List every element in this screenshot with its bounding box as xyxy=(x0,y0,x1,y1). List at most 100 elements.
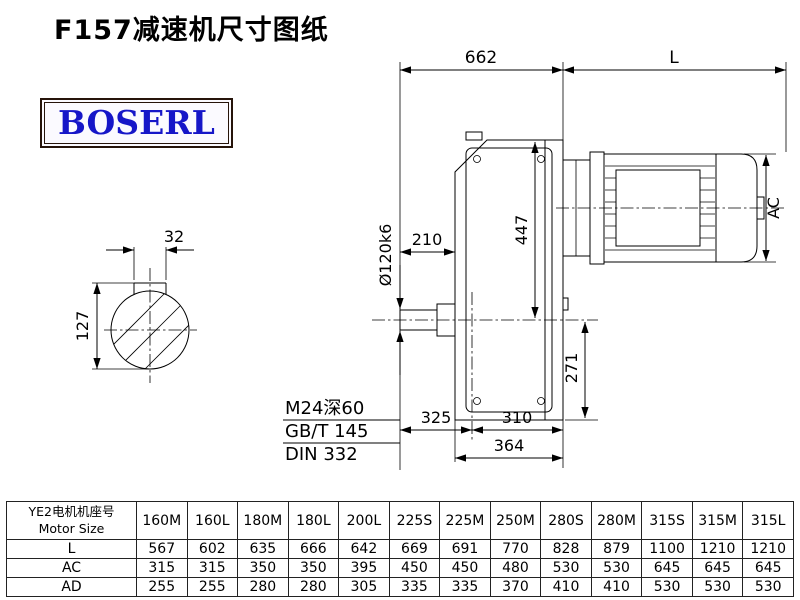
housing-face xyxy=(465,147,553,413)
dim-364: 364 xyxy=(454,420,563,462)
column-header: 160L xyxy=(186,501,239,540)
value-cell: 450 xyxy=(439,558,491,578)
value-cell: 642 xyxy=(338,539,390,559)
value-cell: 669 xyxy=(388,539,441,559)
row-label: L xyxy=(6,539,137,559)
motor-assembly xyxy=(556,151,786,265)
shaft-section-view: 32 127 xyxy=(73,227,197,383)
value-cell: 770 xyxy=(489,539,542,559)
value-cell: 828 xyxy=(540,539,592,559)
dim-310: 310 xyxy=(472,408,564,468)
dim-32-label: 32 xyxy=(164,227,184,246)
value-cell: 350 xyxy=(287,558,340,578)
column-header: 225S xyxy=(388,501,441,540)
value-cell: 530 xyxy=(742,577,794,597)
value-cell: 450 xyxy=(388,558,441,578)
value-cell: 530 xyxy=(691,577,744,597)
dim-447: 447 xyxy=(512,142,539,318)
value-cell: 645 xyxy=(691,558,744,578)
boserl-logo: BOSERL xyxy=(40,98,233,148)
column-header: 280S xyxy=(540,501,592,540)
housing-outline xyxy=(454,139,564,421)
value-cell: 1210 xyxy=(742,539,794,559)
value-cell: 1100 xyxy=(641,539,693,559)
value-cell: 480 xyxy=(489,558,542,578)
dim-AC-label: AC xyxy=(764,197,783,219)
thread-notes: M24深60 GB/T 145 DIN 332 xyxy=(283,398,400,465)
value-cell: 530 xyxy=(641,577,693,597)
value-cell: 370 xyxy=(489,577,542,597)
value-cell: 635 xyxy=(237,539,289,559)
dim-shaft-dia-label: Ø120k6 xyxy=(376,224,395,287)
value-cell: 410 xyxy=(540,577,592,597)
value-cell: 410 xyxy=(590,577,643,597)
dim-447-label: 447 xyxy=(512,215,531,246)
note-gbt-label: GB/T 145 xyxy=(285,421,368,442)
value-cell: 255 xyxy=(136,577,188,597)
dimension-drawing: 32 127 xyxy=(73,48,787,470)
dim-310-label: 310 xyxy=(502,408,533,427)
dim-key-height: 127 xyxy=(73,282,150,370)
dim-210: 210 xyxy=(400,230,456,300)
value-cell: 280 xyxy=(287,577,340,597)
value-cell: 315 xyxy=(186,558,239,578)
value-cell: 879 xyxy=(590,539,643,559)
column-header: 315S xyxy=(641,501,693,540)
dim-L: L xyxy=(563,48,787,152)
dim-325-label: 325 xyxy=(421,408,452,427)
value-cell: 255 xyxy=(186,577,239,597)
dim-662-label: 662 xyxy=(465,48,497,68)
column-header: 180L xyxy=(287,501,340,540)
dim-210-label: 210 xyxy=(412,230,443,249)
row-label: AC xyxy=(6,558,137,578)
logo-text: BOSERL xyxy=(44,102,229,144)
value-cell: 350 xyxy=(237,558,289,578)
row-label: AD xyxy=(6,577,137,597)
corner-line1: YE2电机机座号 xyxy=(28,503,115,519)
dim-364-label: 364 xyxy=(494,436,525,455)
value-cell: 315 xyxy=(136,558,188,578)
value-cell: 530 xyxy=(540,558,592,578)
value-cell: 335 xyxy=(388,577,441,597)
value-cell: 305 xyxy=(338,577,390,597)
dim-662: 662 xyxy=(399,48,564,470)
value-cell: 280 xyxy=(237,577,289,597)
column-header: 200L xyxy=(338,501,390,540)
keyway xyxy=(133,282,167,295)
gearbox-housing xyxy=(372,131,598,440)
value-cell: 395 xyxy=(338,558,390,578)
dim-325: 325 xyxy=(400,408,472,434)
dim-shaft-diameter: Ø120k6 xyxy=(376,224,404,375)
value-cell: 1210 xyxy=(691,539,744,559)
value-cell: 691 xyxy=(439,539,491,559)
dim-127-label: 127 xyxy=(73,311,92,342)
column-header: 315M xyxy=(691,501,744,540)
value-cell: 666 xyxy=(287,539,340,559)
page-title: F157减速机尺寸图纸 xyxy=(54,15,329,46)
value-cell: 567 xyxy=(136,539,188,559)
value-cell: 602 xyxy=(186,539,239,559)
value-cell: 335 xyxy=(439,577,491,597)
column-header: 180M xyxy=(237,501,289,540)
column-header: 225M xyxy=(439,501,491,540)
column-header: 250M xyxy=(489,501,542,540)
lifting-lug xyxy=(465,131,483,141)
dim-AC: AC xyxy=(744,153,783,263)
dim-271-label: 271 xyxy=(562,353,581,384)
column-header: 315L xyxy=(742,501,794,540)
column-header: 280M xyxy=(590,501,643,540)
corner-line2: Motor Size xyxy=(38,520,105,536)
dim-L-label: L xyxy=(669,48,679,68)
plug xyxy=(562,297,569,311)
value-cell: 645 xyxy=(742,558,794,578)
table-corner-cell: YE2电机机座号 Motor Size xyxy=(6,501,137,540)
value-cell: 645 xyxy=(641,558,693,578)
dim-key-width: 32 xyxy=(106,227,194,280)
note-din-label: DIN 332 xyxy=(285,444,358,465)
